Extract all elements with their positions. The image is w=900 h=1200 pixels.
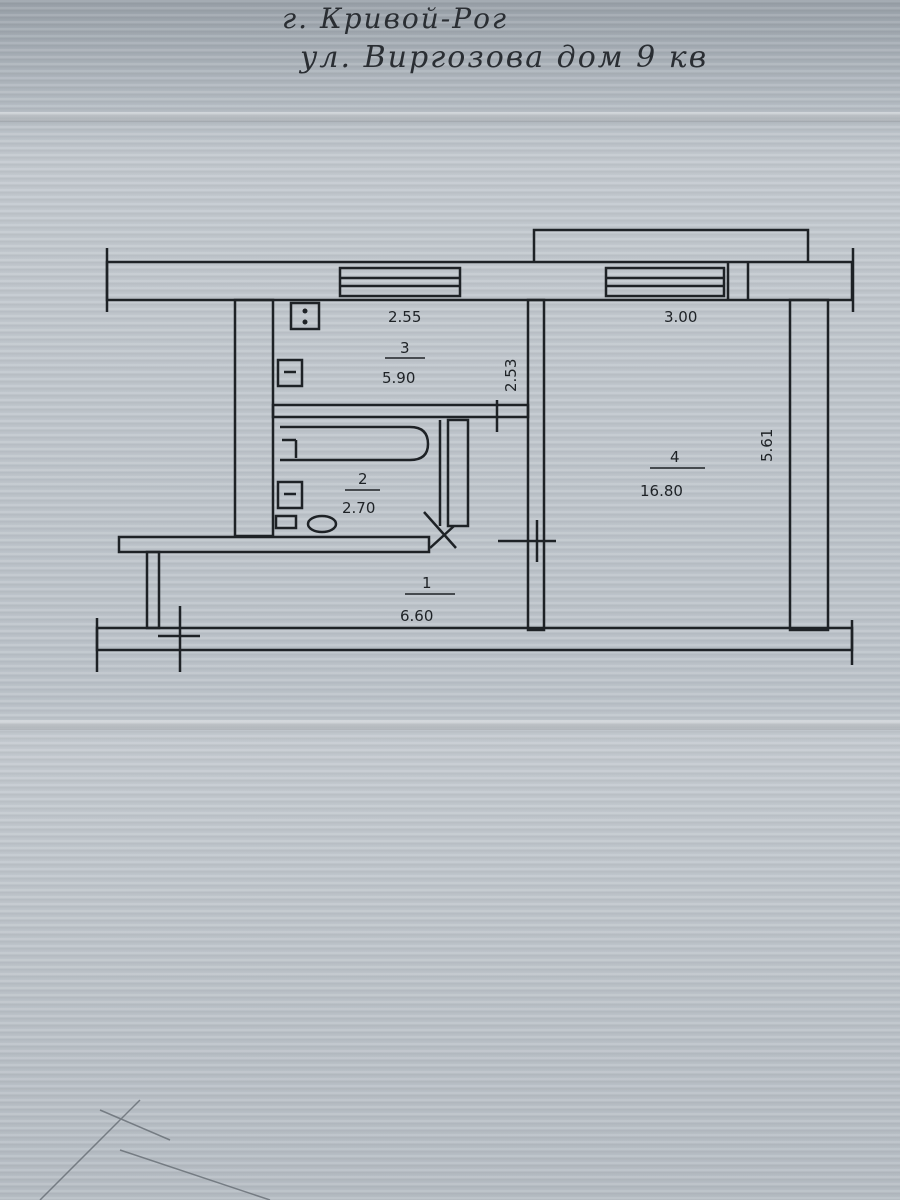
room-3-area: 5.90	[382, 369, 415, 387]
sink-bath	[276, 480, 304, 510]
dimension-kitchen-depth: 2.53	[502, 359, 520, 392]
exterior-wall-bottom	[95, 626, 854, 652]
sink-kitchen	[276, 358, 304, 388]
dimension-room-depth: 5.61	[758, 429, 776, 462]
partition-kitchen-bath	[271, 403, 530, 419]
room-2-number: 2	[358, 470, 368, 488]
toilet-bowl	[306, 514, 338, 534]
dimension-kitchen-width: 2.55	[388, 308, 421, 326]
stove-burner	[302, 319, 308, 325]
partition-left	[233, 298, 275, 538]
room-1-area: 6.60	[400, 607, 433, 625]
window-kitchen	[338, 266, 462, 298]
stove-burner	[302, 308, 308, 314]
room-4-number: 4	[670, 448, 680, 466]
bathtub	[280, 425, 430, 462]
paper-fold-middle	[0, 720, 900, 730]
partition-corridor	[117, 535, 431, 554]
loggia-outline	[532, 228, 810, 262]
partition-entry-left	[145, 550, 161, 630]
corner-stamp	[39, 1099, 271, 1200]
room-3-number: 3	[400, 339, 410, 357]
room-4-area: 16.80	[640, 482, 683, 500]
door-bath	[423, 511, 457, 549]
room-1-number: 1	[422, 574, 432, 592]
partition-central	[526, 298, 546, 632]
room-2-area: 2.70	[342, 499, 375, 517]
address-line-1: г. Кривой-Рог	[282, 2, 509, 35]
dimension-room-width: 3.00	[664, 308, 697, 326]
paper-fold-top	[0, 112, 900, 122]
address-line-2: ул. Виргозова дом 9 кв	[300, 40, 709, 75]
exterior-wall-top	[105, 260, 854, 302]
stove	[289, 301, 321, 331]
window-room	[604, 266, 726, 298]
partition-bath-right	[446, 418, 470, 528]
plan-walls	[95, 228, 855, 672]
partition-right	[788, 298, 830, 632]
toilet-tank	[274, 514, 298, 530]
plan-labels: 2.55 3 5.90 2.53 3.00 5.61 4 16.80 2 2.7…	[342, 308, 776, 625]
